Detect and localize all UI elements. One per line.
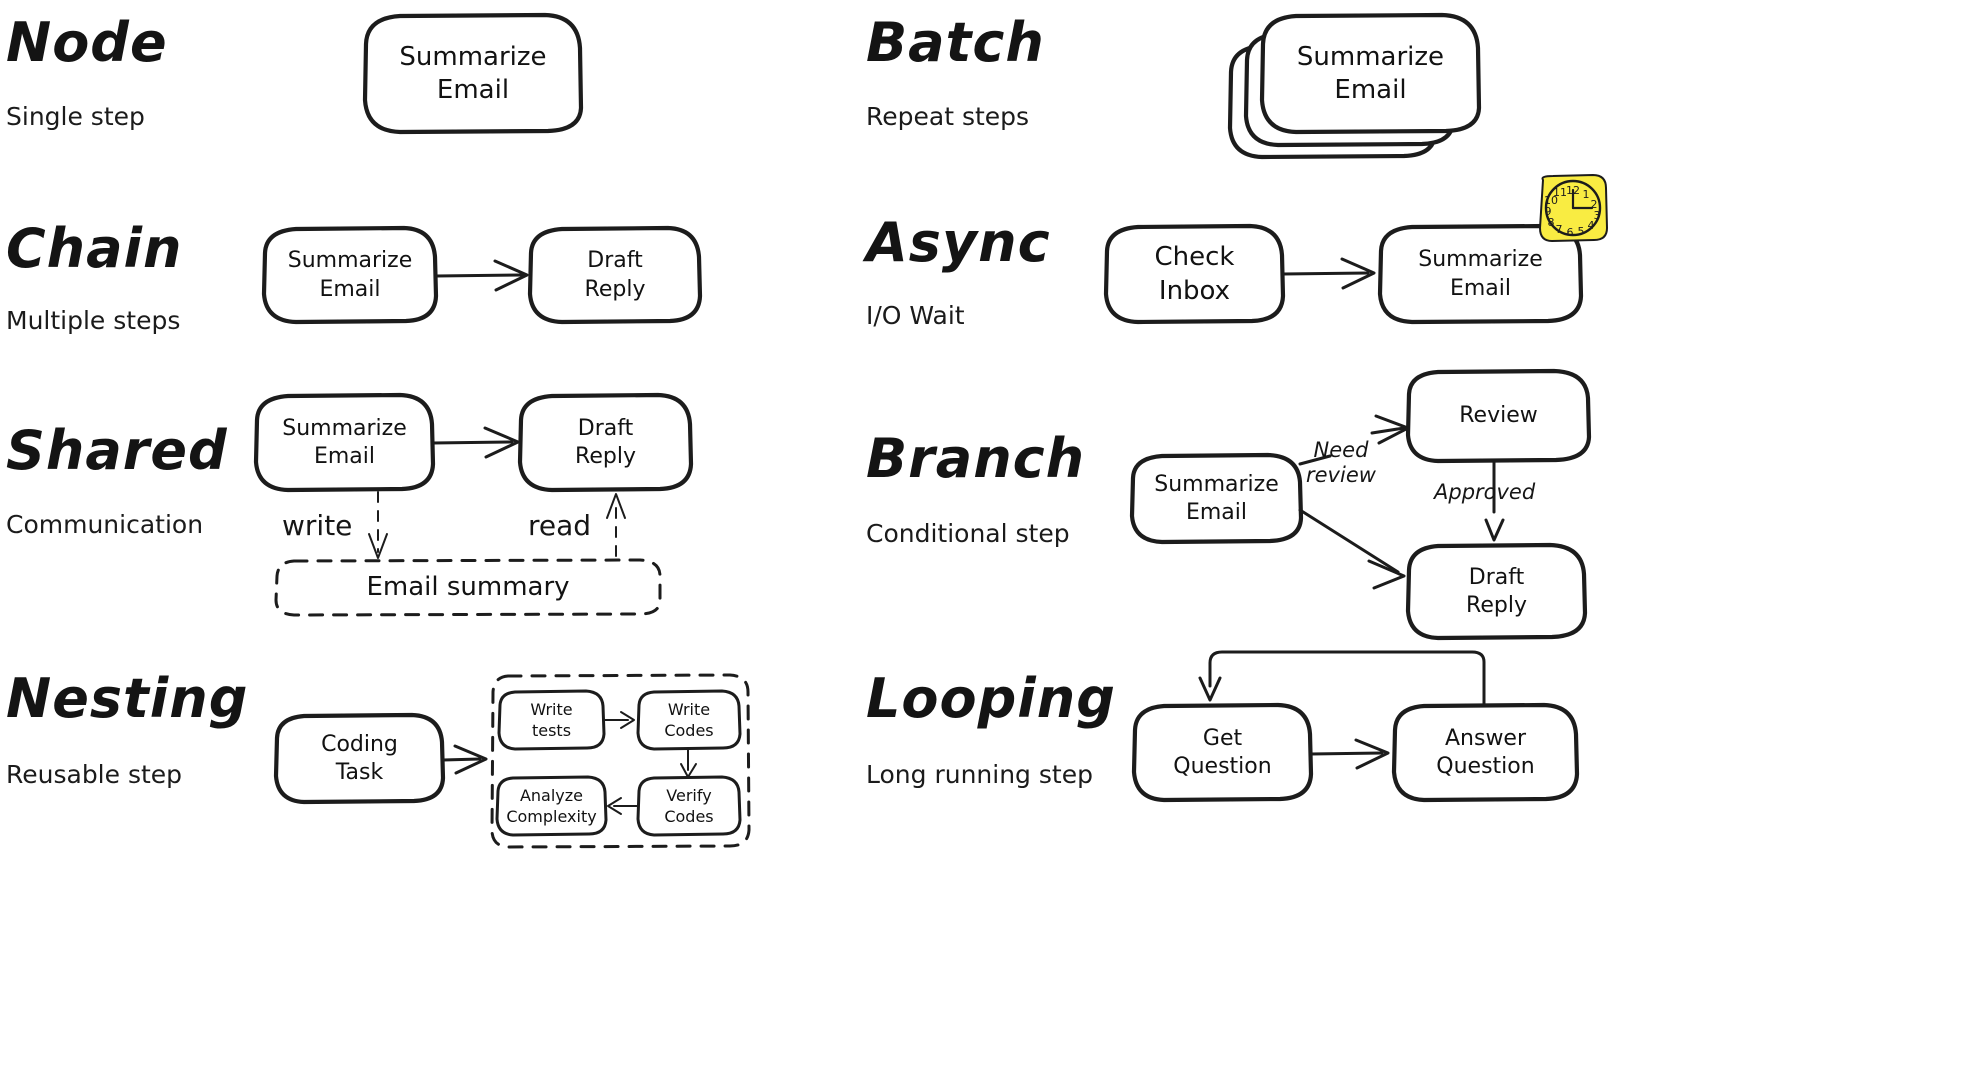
svg-text:8: 8 bbox=[1548, 216, 1555, 229]
write-label: write bbox=[282, 509, 353, 542]
section-title-node: Node bbox=[6, 11, 168, 74]
section-title-batch: Batch bbox=[866, 11, 1045, 74]
section-title-branch: Branch bbox=[866, 427, 1086, 490]
section-title-nesting: Nesting bbox=[6, 667, 249, 730]
svg-text:9: 9 bbox=[1545, 205, 1552, 218]
section-subtitle-async: I/O Wait bbox=[866, 301, 965, 330]
section-title-shared: Shared bbox=[6, 419, 228, 482]
section-title-looping: Looping bbox=[866, 667, 1116, 730]
svg-text:3: 3 bbox=[1594, 209, 1601, 222]
read-label: read bbox=[528, 509, 592, 542]
svg-text:10: 10 bbox=[1544, 194, 1558, 207]
svg-text:6: 6 bbox=[1567, 226, 1574, 239]
clock-icon-group: 12 1 2 3 4 5 6 7 8 9 10 11 bbox=[1539, 174, 1608, 242]
section-subtitle-shared: Communication bbox=[6, 510, 204, 539]
svg-text:4: 4 bbox=[1588, 219, 1595, 232]
svg-text:12: 12 bbox=[1566, 184, 1580, 197]
section-subtitle-batch: Repeat steps bbox=[866, 102, 1030, 131]
section-title-async: Async bbox=[866, 211, 1051, 274]
need-review-label: Need review bbox=[1306, 438, 1376, 488]
svg-text:5: 5 bbox=[1578, 225, 1585, 238]
section-subtitle-branch: Conditional step bbox=[866, 519, 1070, 548]
section-subtitle-node: Single step bbox=[6, 102, 145, 131]
section-subtitle-nesting: Reusable step bbox=[6, 760, 183, 789]
section-subtitle-looping: Long running step bbox=[866, 760, 1093, 789]
need-review-text: Need review bbox=[1306, 438, 1376, 488]
svg-text:2: 2 bbox=[1591, 198, 1598, 211]
section-subtitle-chain: Multiple steps bbox=[6, 306, 181, 335]
approved-label: Approved bbox=[1434, 480, 1536, 504]
svg-text:7: 7 bbox=[1556, 223, 1563, 236]
svg-text:1: 1 bbox=[1583, 188, 1590, 201]
svg-text:11: 11 bbox=[1553, 186, 1567, 199]
section-title-chain: Chain bbox=[6, 217, 183, 280]
